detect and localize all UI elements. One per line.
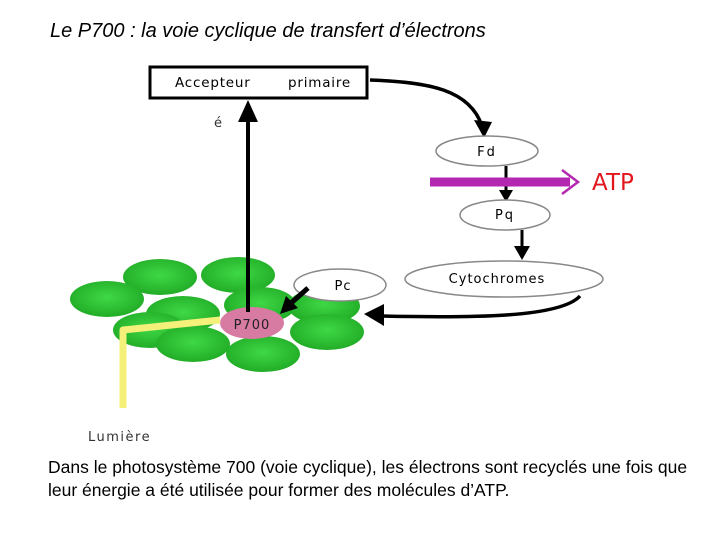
fd-node <box>435 135 539 167</box>
cyt-to-pc-arrowhead <box>364 304 384 326</box>
antenna-pigment <box>226 336 300 372</box>
cyt-to-pc-arrow <box>379 294 582 319</box>
light-label: Lumière <box>88 430 151 445</box>
p700-label: P700 <box>234 318 271 333</box>
pq-label: Pq <box>495 208 515 223</box>
acceptor-to-fd-arrowhead <box>474 120 492 138</box>
antenna-pigment <box>201 257 275 293</box>
p700-center <box>220 307 284 339</box>
pq-to-cyt-arrowhead <box>514 246 530 260</box>
antenna-pigment <box>70 281 144 317</box>
electron-label: é <box>214 116 222 131</box>
excited-electron-arrowhead <box>238 100 258 122</box>
fd-to-pq-arrowhead <box>499 190 513 202</box>
caption-text: Dans le photosystème 700 (voie cyclique)… <box>48 457 688 500</box>
slide-title: Le P700 : la voie cyclique de transfert … <box>50 20 486 42</box>
cytochromes-node <box>404 260 604 298</box>
pc-to-p700-arrow <box>288 286 310 306</box>
antenna-pigment <box>290 314 364 350</box>
atp-arrowhead <box>561 169 581 195</box>
antenna-pigment <box>123 259 197 295</box>
antenna-complex <box>70 257 364 372</box>
pq-node <box>459 199 551 231</box>
fd-label: Fd <box>477 145 497 160</box>
acceptor-label-2: primaire <box>288 75 351 91</box>
cytochromes-label: Cytochromes <box>449 272 546 287</box>
light-path <box>119 316 221 408</box>
acceptor-to-fd-arrow <box>369 78 484 127</box>
p700-cyclic-diagram: P700 Lumière é Accepteur primaire Fd ATP… <box>70 65 634 445</box>
primary-acceptor-box <box>148 65 369 100</box>
pc-node <box>293 268 387 302</box>
atp-label: ATP <box>592 170 634 196</box>
antenna-pigment <box>156 326 230 362</box>
pc-label: Pc <box>335 279 352 294</box>
pc-to-p700-arrowhead <box>280 296 298 314</box>
acceptor-label: Accepteur <box>175 75 251 91</box>
